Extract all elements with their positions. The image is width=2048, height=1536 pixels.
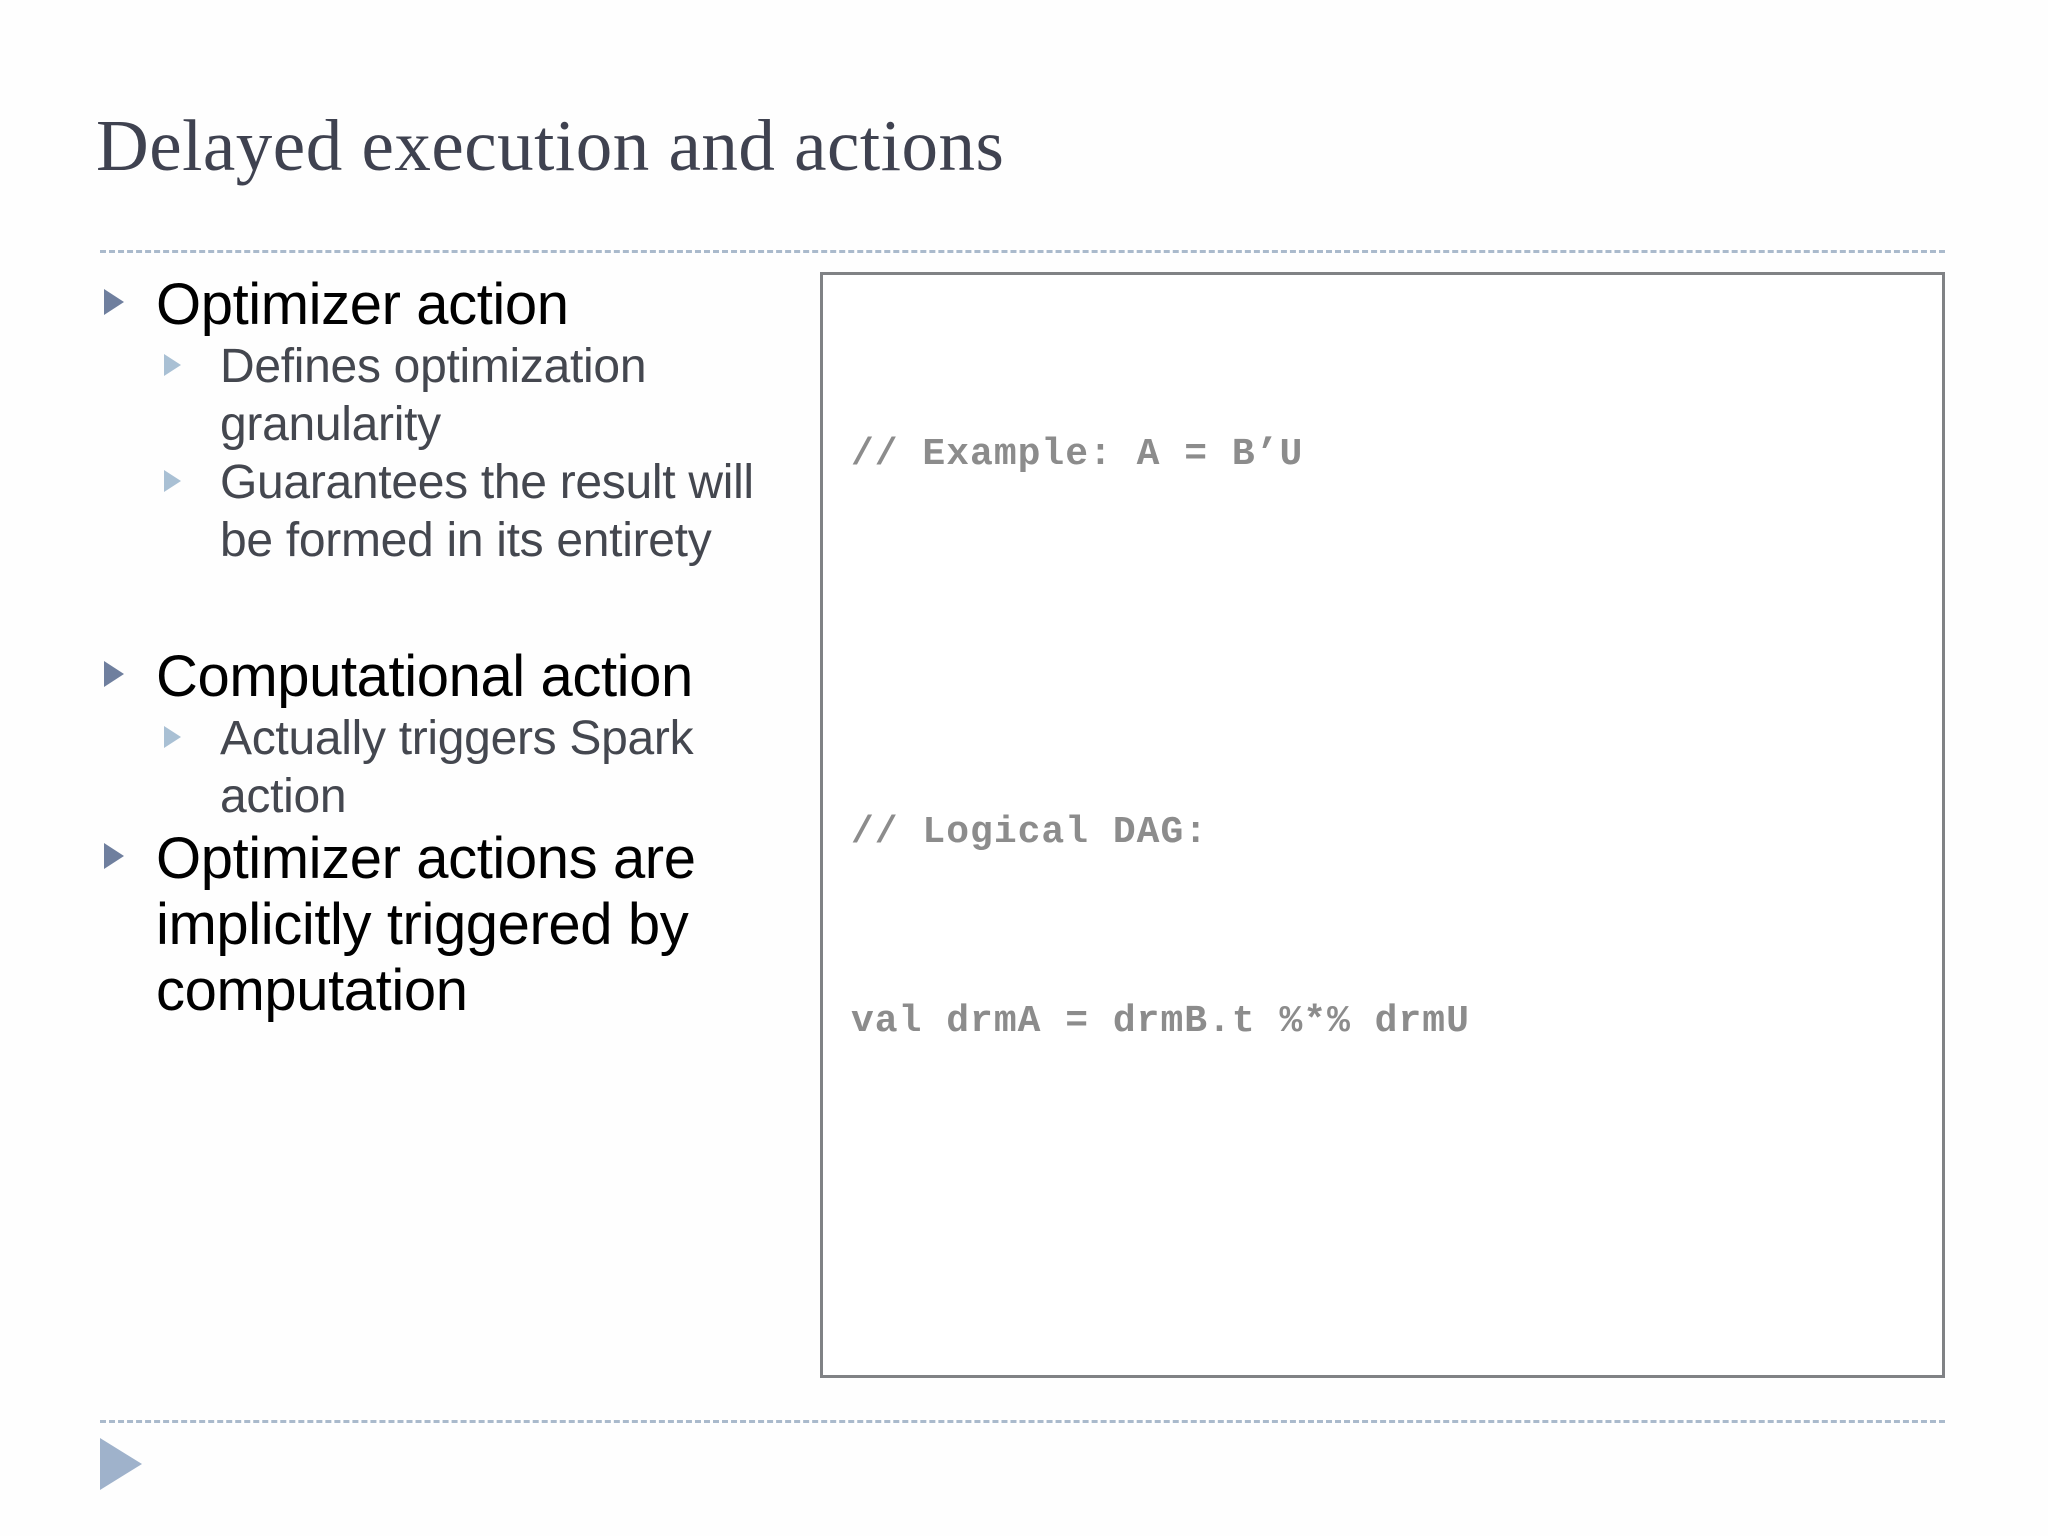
triangle-bullet-icon <box>104 644 156 687</box>
code-snippet-box: // Example: A = B’U // Logical DAG: val … <box>820 272 1945 1378</box>
code-snippet-content: // Example: A = B’U // Logical DAG: val … <box>823 275 1942 1375</box>
triangle-bullet-icon <box>104 826 156 869</box>
list-item[interactable]: Optimizer action <box>104 272 804 338</box>
list-item[interactable]: Optimizer actions are implicitly trigger… <box>104 826 804 1024</box>
list-item[interactable]: Guarantees the result will be formed in … <box>104 454 804 570</box>
list-spacer <box>104 570 804 644</box>
list-item[interactable]: Actually triggers Spark action <box>104 710 804 826</box>
code-line: // Logical DAG: <box>851 811 1209 854</box>
list-item-label: Computational action <box>156 644 693 709</box>
list-item-label: Optimizer action <box>156 272 569 337</box>
triangle-bullet-icon <box>164 454 220 492</box>
code-line: val drmA = drmB.t %*% drmU <box>851 1000 1470 1043</box>
footer-triangle-icon <box>100 1438 142 1490</box>
triangle-bullet-icon <box>104 272 156 315</box>
list-item-label: Actually triggers Spark action <box>220 712 694 823</box>
triangle-bullet-icon <box>164 338 220 376</box>
code-line <box>851 612 1942 675</box>
list-item[interactable]: Defines optimization granularity <box>104 338 804 454</box>
list-item[interactable]: Computational action <box>104 644 804 710</box>
footer-divider-bottom <box>100 1420 1945 1423</box>
title-divider-top <box>100 250 1945 253</box>
code-line <box>851 1179 1942 1242</box>
list-item-label: Optimizer actions are implicitly trigger… <box>156 826 696 1023</box>
list-item-label: Defines optimization granularity <box>220 340 647 451</box>
code-line: // Physical DAG: <box>851 1368 1942 1375</box>
triangle-bullet-icon <box>164 710 220 748</box>
list-item-label: Guarantees the result will be formed in … <box>220 456 754 567</box>
page-title: Delayed execution and actions <box>96 105 1005 186</box>
code-line: // Example: A = B’U <box>851 433 1304 476</box>
bullet-list: Optimizer action Defines optimization gr… <box>104 272 804 1024</box>
